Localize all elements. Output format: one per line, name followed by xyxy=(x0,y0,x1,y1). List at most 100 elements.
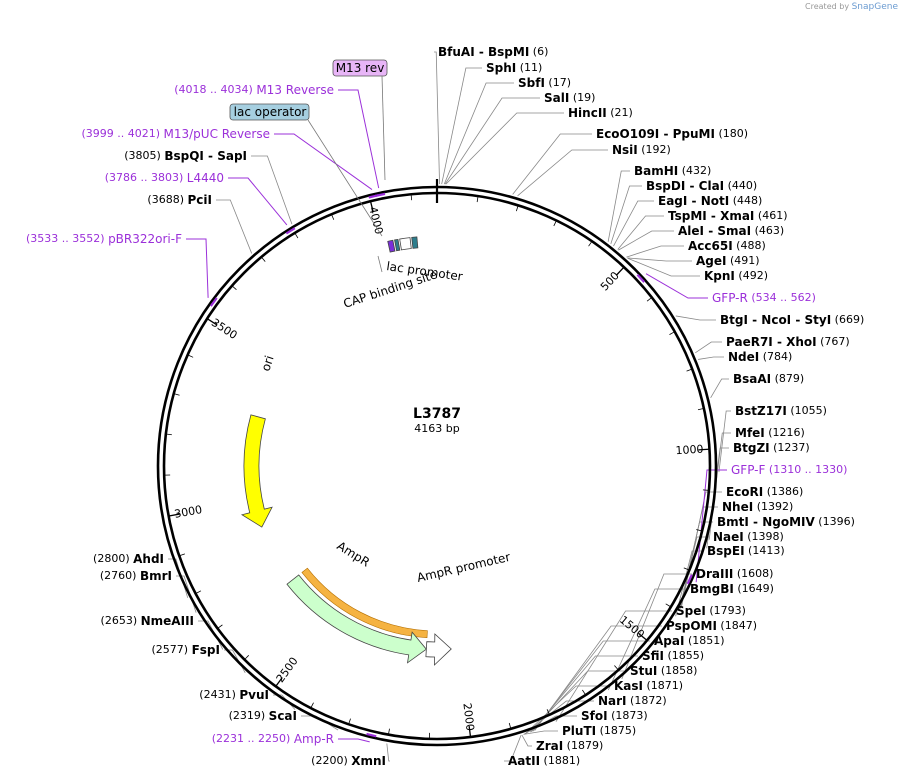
site-paer7i-xhoi[interactable]: PaeR7I - XhoI (767) xyxy=(726,335,850,349)
svg-text:BspEI (1413): BspEI (1413) xyxy=(707,544,785,558)
site-tspmi-xmai[interactable]: TspMI - XmaI (461) xyxy=(668,209,787,223)
enzyme-name: BtgZI xyxy=(733,441,770,455)
enzyme-name: KpnI xyxy=(704,269,735,283)
site-position: (491) xyxy=(726,254,759,267)
site-sfii[interactable]: SfiI (1855) xyxy=(642,649,704,663)
site-position: (448) xyxy=(729,194,762,207)
enzyme-name: FspI xyxy=(192,643,220,657)
site-kasi[interactable]: KasI (1871) xyxy=(614,679,683,693)
site-position: (2319) xyxy=(229,709,269,722)
plasmid-backbone xyxy=(156,179,718,747)
enzyme-name: EcoRI xyxy=(726,485,763,499)
site-pluti[interactable]: PluTI (1875) xyxy=(562,724,636,738)
site-apai[interactable]: ApaI (1851) xyxy=(654,634,725,648)
tick xyxy=(370,202,374,213)
feature-lac-promoter[interactable] xyxy=(399,237,412,251)
site-agei[interactable]: AgeI (491) xyxy=(696,254,760,268)
m13rev-label-box[interactable]: M13 rev xyxy=(332,59,388,77)
tick xyxy=(275,677,283,686)
site-bsaai[interactable]: BsaAI (879) xyxy=(733,372,804,386)
primer-mark xyxy=(366,732,377,738)
site-nari[interactable]: NarI (1872) xyxy=(598,694,667,708)
enzyme-name: AleI xyxy=(678,224,704,238)
primer-m13-puc-reverse[interactable]: (3999 .. 4021) M13/pUC Reverse xyxy=(81,127,270,141)
site-nmeaiii[interactable]: (2653) NmeAIII xyxy=(101,614,194,628)
tick xyxy=(616,267,624,276)
site-btgi-ncoi-styi[interactable]: BtgI - NcoI - StyI (669) xyxy=(720,313,864,327)
site-bfuai-bspmi[interactable]: BfuAI - BspMI (6) xyxy=(438,45,548,59)
enzyme-name: AatII xyxy=(508,754,540,768)
site-scai[interactable]: (2319) ScaI xyxy=(229,709,297,723)
site-btgzi[interactable]: BtgZI (1237) xyxy=(733,441,810,455)
site-ndei[interactable]: NdeI (784) xyxy=(728,350,792,364)
tick xyxy=(546,709,550,714)
site-position: (2653) xyxy=(101,614,141,627)
svg-text:SpeI (1793): SpeI (1793) xyxy=(676,604,746,618)
site-ahdi[interactable]: (2800) AhdI xyxy=(93,552,164,566)
primer-amp-r[interactable]: (2231 .. 2250) Amp-R xyxy=(212,732,334,746)
site-sphi[interactable]: SphI (11) xyxy=(486,61,542,75)
site-sali[interactable]: SalI (19) xyxy=(544,91,595,105)
primer-m13-reverse[interactable]: (4018 .. 4034) M13 Reverse xyxy=(174,83,334,97)
site-xmni[interactable]: (2200) XmnI xyxy=(311,754,386,768)
site-bmri[interactable]: (2760) BmrI xyxy=(100,569,172,583)
feature-lac-operator[interactable] xyxy=(394,238,401,252)
feature-ampr-promoter[interactable] xyxy=(425,633,452,666)
site-spei[interactable]: SpeI (1793) xyxy=(676,604,746,618)
site-kpni[interactable]: KpnI (492) xyxy=(704,269,768,283)
site-acc65i[interactable]: Acc65I (488) xyxy=(688,239,766,253)
primer-pbr322ori-f[interactable]: (3533 .. 3552) pBR322ori-F xyxy=(26,232,182,246)
feature-ampr[interactable] xyxy=(286,574,427,664)
site-position: (1392) xyxy=(753,500,793,513)
enzyme-name: BfuAI xyxy=(438,45,475,59)
site-stui[interactable]: StuI (1858) xyxy=(630,664,697,678)
site-mfei[interactable]: MfeI (1216) xyxy=(735,426,805,440)
svg-text:AgeI (491): AgeI (491) xyxy=(696,254,760,268)
primer-mark xyxy=(686,574,693,585)
site-position: (2800) xyxy=(93,552,133,565)
site-sfoi[interactable]: SfoI (1873) xyxy=(581,709,648,723)
primer-gfp-r[interactable]: GFP-R (534 .. 562) xyxy=(712,291,816,305)
site-pspomi[interactable]: PspOMI (1847) xyxy=(666,619,757,633)
site-position: (1875) xyxy=(596,724,636,737)
site-sbfi[interactable]: SbfI (17) xyxy=(518,76,571,90)
tick xyxy=(468,725,472,737)
primer-l4440[interactable]: (3786 .. 3803) L4440 xyxy=(105,171,224,185)
site-draiii[interactable]: DraIII (1608) xyxy=(696,567,773,581)
site-bstz17i[interactable]: BstZ17I (1055) xyxy=(735,404,827,418)
site-bspei[interactable]: BspEI (1413) xyxy=(707,544,785,558)
site-bamhi[interactable]: BamHI (432) xyxy=(634,164,711,178)
site-ecoo109i-ppumi[interactable]: EcoO109I - PpuMI (180) xyxy=(596,127,748,141)
enzyme-name: StuI xyxy=(630,664,657,678)
site-position: (1879) xyxy=(563,739,603,752)
site-pvui[interactable]: (2431) PvuI xyxy=(199,688,269,702)
site-aatii[interactable]: AatII (1881) xyxy=(508,754,580,768)
site-bspdi-clai[interactable]: BspDI - ClaI (440) xyxy=(646,179,757,193)
site-bmgbi[interactable]: BmgBI (1649) xyxy=(690,582,774,596)
site-eagi-noti[interactable]: EagI - NotI (448) xyxy=(658,194,762,208)
tick-label: 3500 xyxy=(209,316,240,342)
feature-m13-rev[interactable] xyxy=(387,239,396,253)
site-pcii[interactable]: (3688) PciI xyxy=(147,193,212,207)
site-ecori[interactable]: EcoRI (1386) xyxy=(726,485,803,499)
site-bmti-ngomiv[interactable]: BmtI - NgoMIV (1396) xyxy=(717,515,855,529)
site-alei-smai[interactable]: AleI - SmaI (463) xyxy=(678,224,784,238)
site-fspi[interactable]: (2577) FspI xyxy=(152,643,220,657)
enzyme-name: BspEI xyxy=(707,544,745,558)
site-nsii[interactable]: NsiI (192) xyxy=(612,143,671,157)
lac-operator-label-box[interactable]: lac operator xyxy=(229,103,310,121)
site-zrai[interactable]: ZraI (1879) xyxy=(536,739,603,753)
enzyme-name: ZraI xyxy=(536,739,563,753)
feature-ori[interactable] xyxy=(240,414,273,528)
site-bspqi-sapi[interactable]: (3805) BspQI - SapI xyxy=(124,149,247,163)
enzyme-name: NcoI xyxy=(761,313,791,327)
site-naei[interactable]: NaeI (1398) xyxy=(713,530,784,544)
feature-cap-binding-site[interactable] xyxy=(411,236,419,249)
site-position: (1396) xyxy=(815,515,855,528)
primer-gfp-f[interactable]: GFP-F (1310 .. 1330) xyxy=(731,463,847,477)
site-hincii[interactable]: HincII (21) xyxy=(568,106,633,120)
tick xyxy=(348,718,351,724)
enzyme-name: EcoO109I xyxy=(596,127,659,141)
site-nhei[interactable]: NheI (1392) xyxy=(722,500,793,514)
